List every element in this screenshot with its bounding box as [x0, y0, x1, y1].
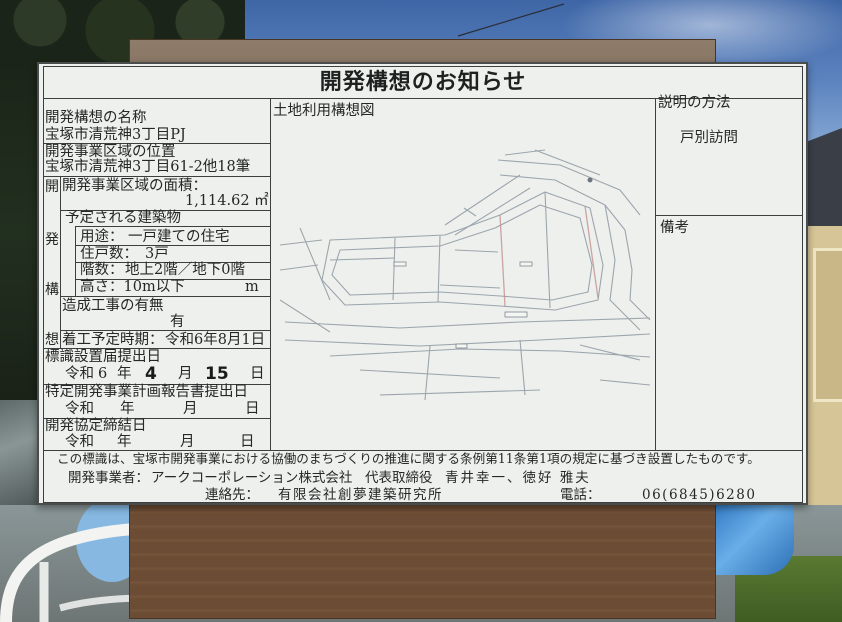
contact-label: 連絡先：	[205, 487, 259, 503]
agreement-month-unit: 月	[180, 434, 195, 450]
row-divider	[43, 143, 270, 145]
row-divider	[75, 279, 270, 281]
floors-value: 地上2階／地下0階	[125, 262, 245, 278]
sign-filed-label: 標識設置届提出日	[45, 349, 161, 365]
remarks-label: 備考	[660, 220, 689, 236]
building-box-divider	[75, 226, 77, 296]
row-divider	[75, 262, 270, 264]
agreement-label: 開発協定締結日	[45, 418, 147, 434]
phone-label: 電話：	[560, 487, 601, 503]
project-name-label: 開発構想の名称	[45, 110, 147, 126]
land-use-plan-map	[279, 149, 651, 401]
map-title: 土地利用構想図	[273, 103, 375, 119]
grading-label: 造成工事の有無	[62, 298, 164, 314]
row-divider	[75, 245, 270, 247]
agreement-year-unit: 年	[117, 434, 132, 450]
house-window	[813, 248, 842, 402]
sign-filed-month-unit: 月	[178, 366, 193, 382]
column-divider-left	[270, 98, 272, 450]
sign-filed-day-unit: 日	[250, 366, 265, 382]
pipe-railing	[0, 498, 148, 622]
report-filed-label: 特定開発事業計画報告書提出日	[45, 384, 248, 400]
use-value: 一戸建ての住宅	[128, 229, 230, 245]
explanation-value: 戸別訪問	[680, 130, 738, 146]
project-name-value: 宝塚市清荒神3丁目PJ	[45, 127, 186, 143]
sign-title: 開発構想のお知らせ	[319, 70, 527, 95]
developer-label: 開発事業者：	[68, 470, 149, 486]
footer-notice: この標識は、宝塚市開発事業における協働のまちづくりの推進に関する条例第11条第1…	[57, 451, 760, 466]
sign-filed-year-unit: 年	[117, 366, 132, 382]
row-divider	[43, 418, 270, 420]
row-divider	[43, 384, 270, 386]
house-roof	[806, 128, 842, 228]
location-label: 開発事業区域の位置	[45, 144, 176, 160]
sign-filed-era: 令和	[65, 366, 94, 382]
sign-filed-day: 15	[205, 364, 229, 384]
representative-title: 代表取締役	[365, 470, 433, 486]
vertical-label-char: 発	[45, 232, 59, 248]
right-column-divider	[655, 215, 803, 217]
row-divider	[60, 296, 270, 298]
phone-number: 06(6845)6280	[642, 487, 757, 503]
trees-left	[0, 60, 40, 405]
row-divider	[60, 210, 270, 212]
report-filed-year-unit: 年	[120, 401, 135, 417]
sign-filed-month: 4	[145, 364, 157, 384]
grading-value: 有	[170, 314, 185, 330]
planned-building-label: 予定される建築物	[65, 210, 181, 226]
power-line	[457, 3, 565, 37]
use-label: 用途：	[80, 229, 124, 245]
agreement-day-unit: 日	[240, 434, 255, 450]
vertical-label-divider	[60, 176, 62, 348]
development-notice-sign: 開発構想のお知らせ 開発構想の名称 宝塚市清荒神3丁目PJ 開発事業区域の位置 …	[37, 62, 808, 505]
representative-names: 青井幸一、徳好 雅夫	[445, 470, 591, 486]
height-label: 高さ：10m以下	[80, 279, 185, 295]
units-label: 住戸数：	[80, 246, 138, 262]
location-value: 宝塚市清荒神3丁目61-2他18筆	[45, 159, 251, 175]
sign-frame	[43, 66, 803, 503]
footer-divider	[43, 450, 803, 452]
height-unit: m	[245, 279, 259, 295]
area-value: 1,114.62 ㎡	[185, 193, 269, 209]
report-filed-day-unit: 日	[245, 401, 260, 417]
vertical-label-char: 構	[45, 282, 59, 298]
stone-wall	[0, 400, 40, 510]
start-label: 着工予定時期：	[62, 332, 164, 348]
agreement-era: 令和	[65, 434, 94, 450]
row-divider	[60, 330, 270, 332]
units-value: 3戸	[145, 246, 169, 262]
row-divider	[43, 348, 270, 350]
blue-tarp	[712, 503, 794, 575]
start-value: 令和6年8月1日	[165, 332, 266, 348]
vertical-label-char: 開	[45, 179, 59, 195]
floors-label: 階数：	[80, 262, 124, 278]
title-divider	[43, 98, 803, 100]
developer-name: アークコーポレーション株式会社	[151, 470, 353, 486]
report-filed-era: 令和	[65, 401, 94, 417]
explanation-label: 説明の方法	[658, 95, 731, 111]
area-label: 開発事業区域の面積：	[62, 178, 207, 194]
row-divider	[43, 176, 270, 178]
report-filed-month-unit: 月	[183, 401, 198, 417]
row-divider	[75, 226, 270, 228]
vertical-label-char: 想	[45, 332, 59, 348]
contact-name: 有限会社創夢建築研究所	[278, 487, 443, 503]
sign-filed-year: 6	[98, 366, 108, 382]
column-divider-right	[655, 98, 657, 450]
